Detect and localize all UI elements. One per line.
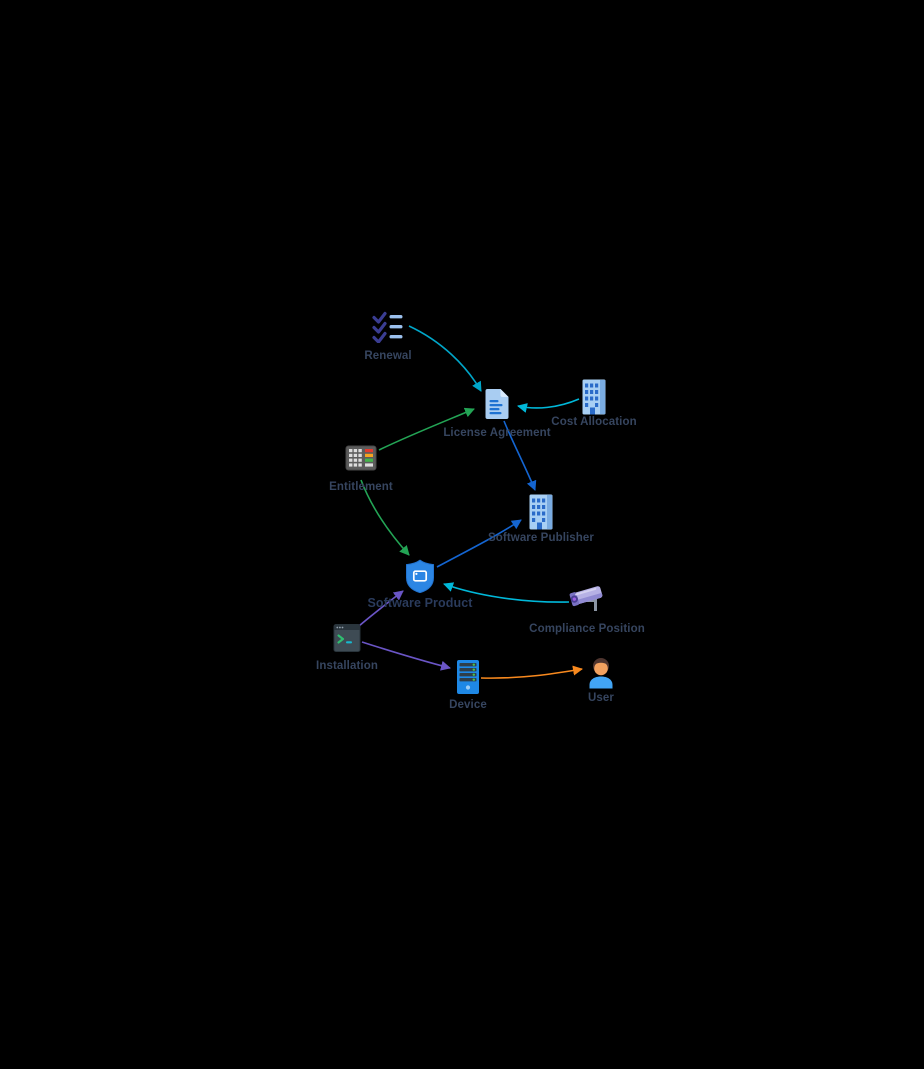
node-label-cost-allocation: Cost Allocation xyxy=(551,416,637,428)
camera-icon xyxy=(567,585,607,615)
edge-installation-device xyxy=(361,641,451,671)
node-installation[interactable] xyxy=(333,624,361,652)
node-label-compliance-position: Compliance Position xyxy=(529,623,645,635)
person-icon xyxy=(587,656,615,689)
server-icon xyxy=(457,660,480,695)
edge-installation-software-product xyxy=(358,590,404,627)
node-device[interactable] xyxy=(457,660,480,695)
edge-entitlement-license-agreement xyxy=(378,407,475,451)
node-license-agreement[interactable] xyxy=(484,388,511,420)
edge-entitlement-software-product xyxy=(360,479,410,556)
document-icon xyxy=(484,388,511,420)
edge-compliance-position-software-product xyxy=(443,582,570,603)
building-icon xyxy=(582,379,606,415)
edge-license-agreement-software-publisher xyxy=(503,420,537,491)
shield-icon xyxy=(405,559,435,594)
building-icon xyxy=(529,494,553,530)
node-label-device: Device xyxy=(449,699,487,711)
node-label-renewal: Renewal xyxy=(364,350,412,362)
node-renewal[interactable] xyxy=(371,311,405,344)
node-entitlement[interactable] xyxy=(345,445,377,471)
terminal-icon xyxy=(333,624,361,652)
node-software-product[interactable] xyxy=(405,559,435,594)
node-label-software-publisher: Software Publisher xyxy=(488,532,594,544)
node-label-software-product: Software Product xyxy=(367,596,473,610)
checklist-icon xyxy=(371,311,405,344)
node-cost-allocation[interactable] xyxy=(582,379,606,415)
keypad-icon xyxy=(345,445,377,471)
node-label-entitlement: Entitlement xyxy=(329,481,393,493)
node-compliance-position[interactable] xyxy=(567,585,607,615)
node-label-license-agreement: License Agreement xyxy=(443,427,551,439)
node-label-user: User xyxy=(588,692,614,704)
node-label-installation: Installation xyxy=(316,660,378,672)
node-user[interactable] xyxy=(587,656,615,689)
node-software-publisher[interactable] xyxy=(529,494,553,530)
edge-device-user xyxy=(480,665,583,679)
edge-renewal-license-agreement xyxy=(408,325,482,392)
edge-software-product-software-publisher xyxy=(436,519,522,568)
edge-cost-allocation-license-agreement xyxy=(517,398,580,413)
